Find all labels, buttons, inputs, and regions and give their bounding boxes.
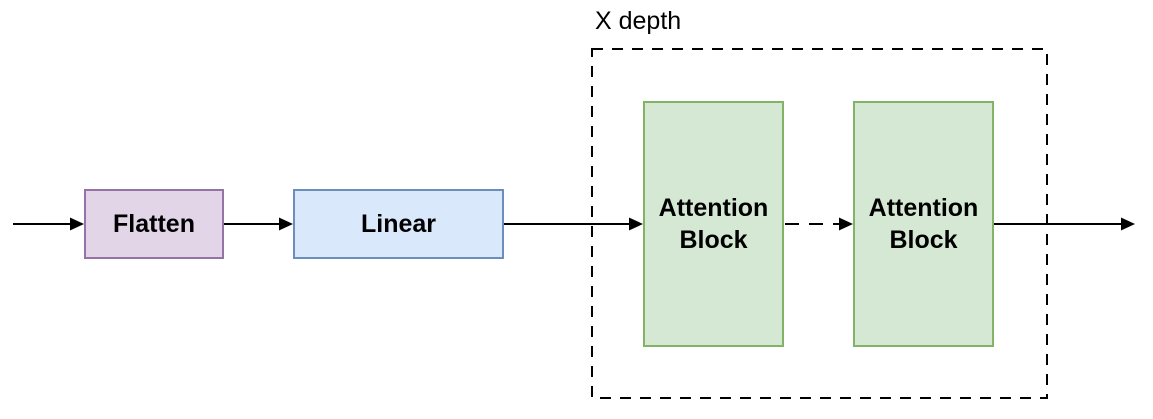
node-flatten: Flatten — [84, 189, 224, 259]
node-attention-block-1: Attention Block — [643, 101, 784, 347]
input-arrow — [13, 217, 84, 231]
flatten-to-linear-arrow — [224, 217, 293, 231]
node-attention-block-2-label: Attention Block — [868, 193, 979, 255]
linear-to-attention-arrow — [504, 217, 643, 231]
arrowhead-icon — [839, 217, 853, 231]
arrowhead-icon — [70, 217, 84, 231]
node-flatten-label: Flatten — [113, 209, 195, 238]
node-attention-block-1-label: Attention Block — [658, 193, 769, 255]
depth-group-label: X depth — [595, 7, 682, 35]
attention-repeat-dashed-arrow — [785, 217, 853, 231]
arrowhead-icon — [1121, 217, 1135, 231]
arrowhead-icon — [279, 217, 293, 231]
node-attention-block-2: Attention Block — [853, 101, 994, 347]
arrowhead-icon — [629, 217, 643, 231]
node-linear: Linear — [293, 189, 504, 259]
output-arrow — [994, 217, 1135, 231]
node-linear-label: Linear — [360, 209, 437, 238]
